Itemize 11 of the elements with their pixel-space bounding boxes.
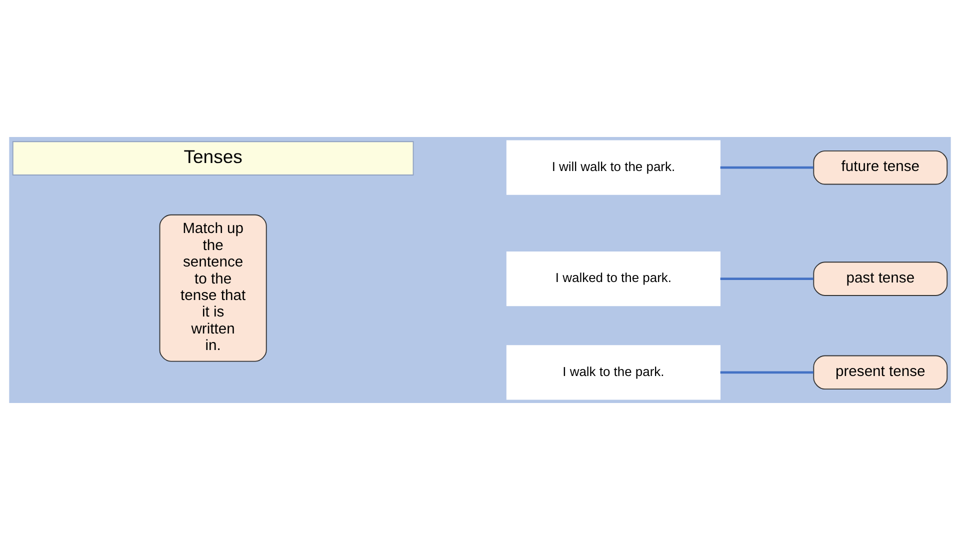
- node-box: Tenses: [12, 141, 414, 176]
- node-box: past tense: [813, 262, 948, 296]
- node-box: present tense: [813, 355, 948, 390]
- node-box: future tense: [813, 150, 948, 185]
- node-box: I walk to the park.: [506, 345, 721, 400]
- node-box: I will walk to the park.: [506, 140, 721, 195]
- connector: [720, 166, 814, 169]
- node-box: Match up the sentence to the tense that it is written in.: [159, 214, 267, 362]
- connector: [720, 278, 814, 280]
- node-box: I walked to the park.: [506, 251, 721, 306]
- connector: [720, 371, 814, 374]
